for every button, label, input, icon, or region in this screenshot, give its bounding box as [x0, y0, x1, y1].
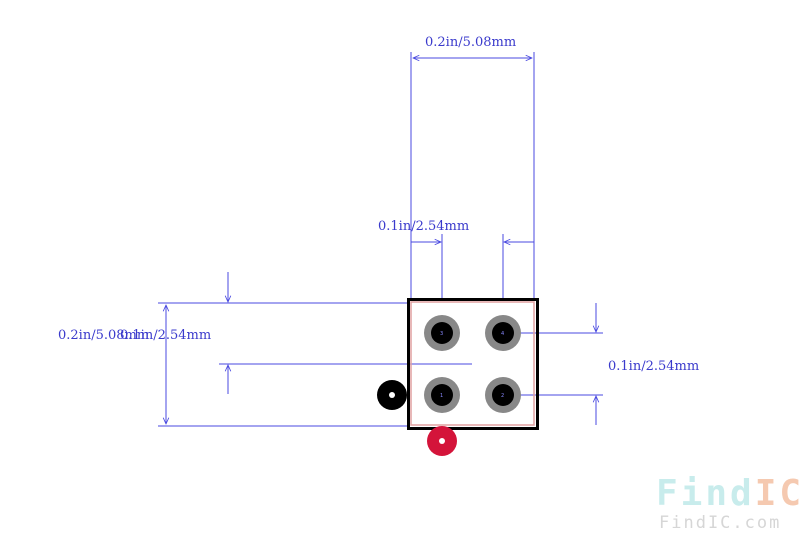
- dim-pitch-horizontal: 0.1in/2.54mm: [378, 219, 534, 300]
- dim-left-pitch-label: 0.1in/2.54mm: [120, 328, 211, 343]
- dim-top-width-label: 0.2in/5.08mm: [425, 35, 516, 50]
- pad-1-label: 1: [440, 393, 443, 399]
- silkscreen-outline: [407, 298, 539, 430]
- dim-right-pitch: 0.1in/2.54mm: [503, 303, 699, 425]
- dim-left-height: 0.2in/5.08mm: [58, 302, 409, 427]
- dim-pitch-horizontal-label: 0.1in/2.54mm: [378, 219, 469, 234]
- dim-right-pitch-label: 0.1in/2.54mm: [608, 359, 699, 374]
- dim-left-pitch: 0.1in/2.54mm: [120, 272, 472, 394]
- pad-1: 1: [424, 377, 460, 413]
- pin1-marker: [427, 426, 457, 456]
- pad-4: 4: [485, 315, 521, 351]
- pad-4-label: 4: [501, 331, 504, 337]
- component-body: [407, 298, 539, 430]
- dim-top-width: 0.2in/5.08mm: [410, 35, 535, 300]
- origin-marker: [377, 380, 407, 410]
- watermark: FindIC FindIC.com: [656, 473, 800, 533]
- svg-text:FindIC: FindIC: [656, 473, 800, 514]
- courtyard-outline: [410, 301, 535, 426]
- watermark-brand-suffix: IC: [755, 473, 800, 514]
- pad-2: 2: [485, 377, 521, 413]
- dim-left-height-label: 0.2in/5.08mm: [58, 328, 149, 343]
- watermark-brand-prefix: Find: [656, 473, 755, 514]
- watermark-url: FindIC.com: [659, 513, 781, 533]
- pad-2-label: 2: [501, 393, 504, 399]
- pad-3-label: 3: [440, 331, 443, 337]
- pad-3: 3: [424, 315, 460, 351]
